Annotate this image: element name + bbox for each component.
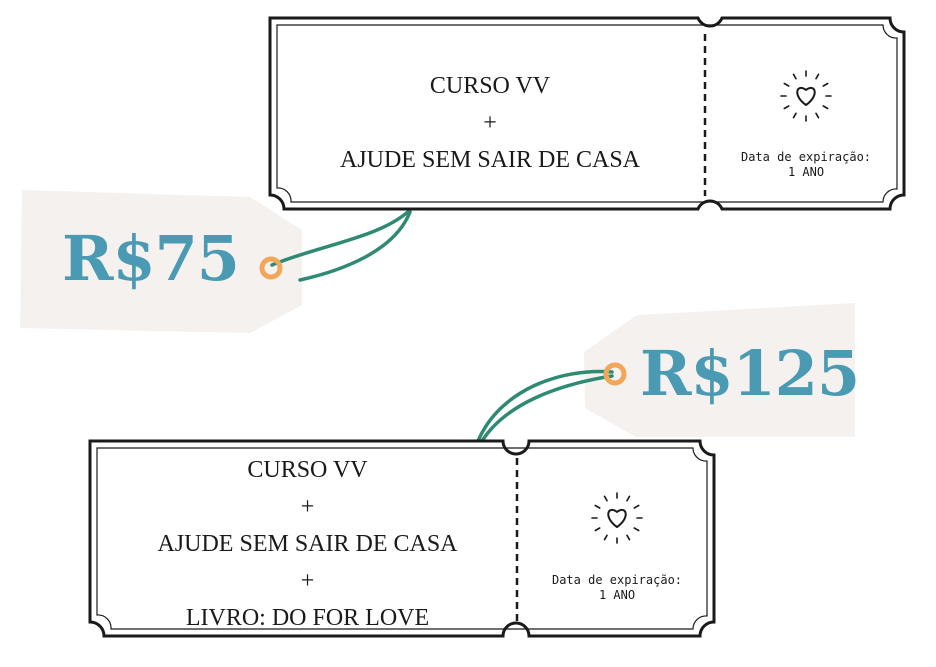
ticket-1-description: CURSO VV + AJUDE SEM SAIR DE CASA: [300, 68, 680, 179]
tag-string-1: [270, 208, 412, 282]
tag-eyelet-1: [259, 256, 283, 280]
ticket-2: [88, 439, 716, 638]
ticket-2-line: CURSO VV: [247, 457, 368, 483]
price-tag-75: [20, 190, 302, 333]
ticket-2-line: +: [300, 494, 315, 520]
ticket-2-expiration: Data de expiração: 1 ANO: [532, 573, 702, 603]
ticket-1-line: AJUDE SEM SAIR DE CASA: [339, 147, 641, 173]
expiration-label: Data de expiração:: [551, 573, 683, 587]
tag-string-2: [476, 369, 614, 443]
ticket-1-line: +: [483, 110, 497, 136]
expiration-value: 1 ANO: [598, 588, 636, 602]
ticket-2-description: CURSO VV + AJUDE SEM SAIR DE CASA + LIVR…: [115, 452, 500, 637]
ticket-1: [268, 16, 906, 211]
tag-eyelet-2: [603, 362, 627, 386]
ticket-2-line: +: [300, 568, 315, 594]
ticket-2-line: LIVRO: DO FOR LOVE: [185, 605, 430, 631]
ticket-1-expiration: Data de expiração: 1 ANO: [722, 150, 890, 180]
price-label-125: R$125: [640, 337, 860, 410]
expiration-label: Data de expiração:: [740, 150, 872, 164]
price-tag-125: [584, 303, 855, 437]
ticket-1-line: CURSO VV: [429, 73, 551, 99]
expiration-value: 1 ANO: [787, 165, 825, 179]
ticket-2-line: AJUDE SEM SAIR DE CASA: [157, 531, 458, 557]
price-label-75: R$75: [62, 222, 240, 295]
